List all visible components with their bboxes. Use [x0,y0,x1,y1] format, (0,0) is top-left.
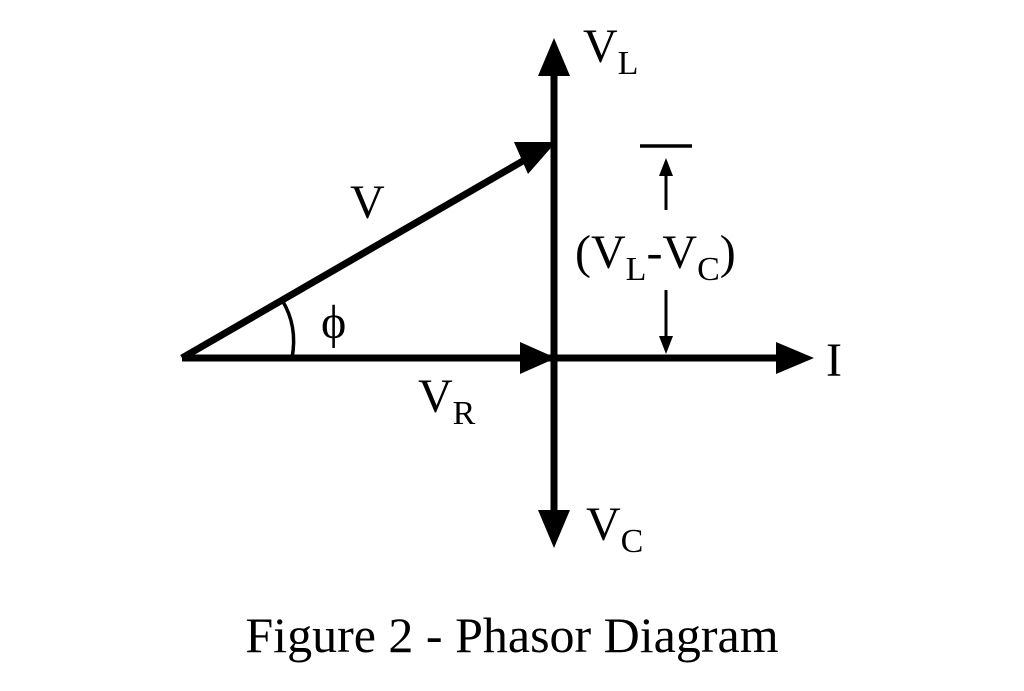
vl-label: VL [583,20,638,82]
figure-caption: Figure 2 - Phasor Diagram [245,607,778,663]
vr-arrowhead [520,342,556,374]
current-arrowhead [776,342,814,374]
dimension-down-arrowhead [659,336,673,354]
vc-label: VC [586,498,643,560]
phi-label: ϕ [321,296,346,349]
vl-minus-vc-label: (VL-VC) [575,226,736,288]
vl-arrowhead [538,38,570,76]
vr-label: VR [418,370,476,432]
phi-angle-arc [280,299,296,359]
current-label: I [826,334,842,387]
v-arrowhead [514,142,556,174]
v-label: V [350,176,385,229]
dimension-up-arrowhead [659,158,673,176]
v-phasor-line [180,154,530,362]
vc-arrowhead [538,510,570,548]
